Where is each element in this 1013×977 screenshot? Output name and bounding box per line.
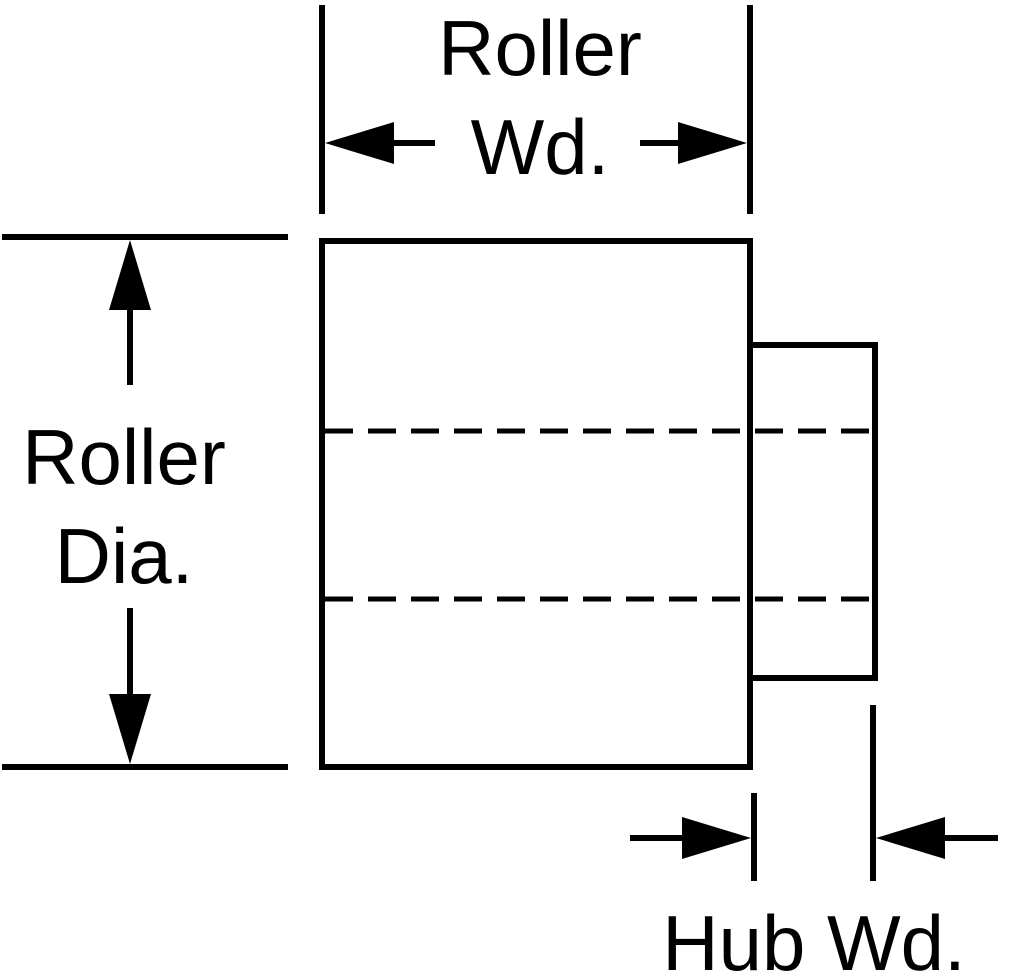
roller-diameter-label-line2: Dia. bbox=[55, 512, 194, 600]
roller-diameter-label-line1: Roller bbox=[22, 413, 226, 501]
hub-width-arrow-right bbox=[876, 817, 998, 859]
roller-width-label-line1: Roller bbox=[438, 4, 642, 92]
roller-diameter-arrow-up bbox=[109, 240, 151, 385]
roller-diameter-arrow-down bbox=[109, 608, 151, 764]
hub-width-arrow-left bbox=[630, 817, 751, 859]
roller-width-arrow-right bbox=[640, 122, 747, 164]
roller-width-label-line2: Wd. bbox=[471, 103, 610, 191]
roller-width-arrow-left bbox=[325, 122, 435, 164]
roller-body bbox=[319, 238, 753, 770]
hub-outline bbox=[750, 342, 878, 681]
hub-width-label: Hub Wd. bbox=[662, 899, 965, 977]
